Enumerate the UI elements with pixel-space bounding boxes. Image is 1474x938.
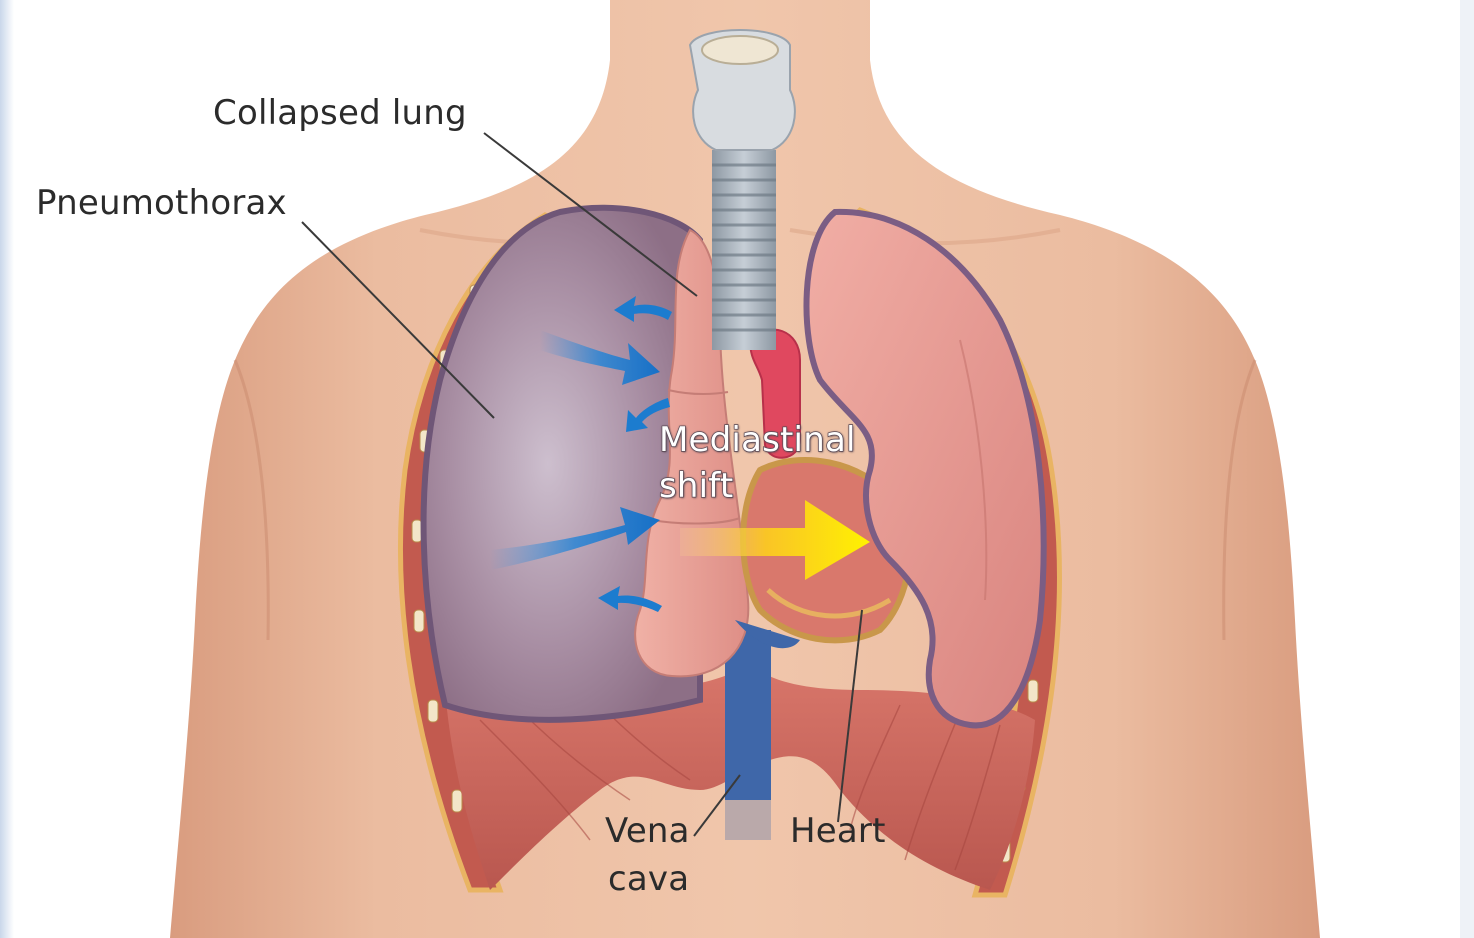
thyroid-cartilage [702,36,778,64]
label-collapsed-lung: Collapsed lung [213,89,467,137]
label-vena-cava-line1: Vena [605,807,690,855]
label-mediastinal-shift-line1: Mediastinal [659,416,856,464]
label-pneumothorax: Pneumothorax [36,179,287,227]
label-mediastinal-shift-line2: shift [659,462,733,510]
right-edge-strip [1460,0,1474,938]
label-heart: Heart [790,807,886,855]
left-edge-strip [0,0,14,938]
label-vena-cava-line2: cava [608,855,689,903]
trachea [712,150,776,350]
